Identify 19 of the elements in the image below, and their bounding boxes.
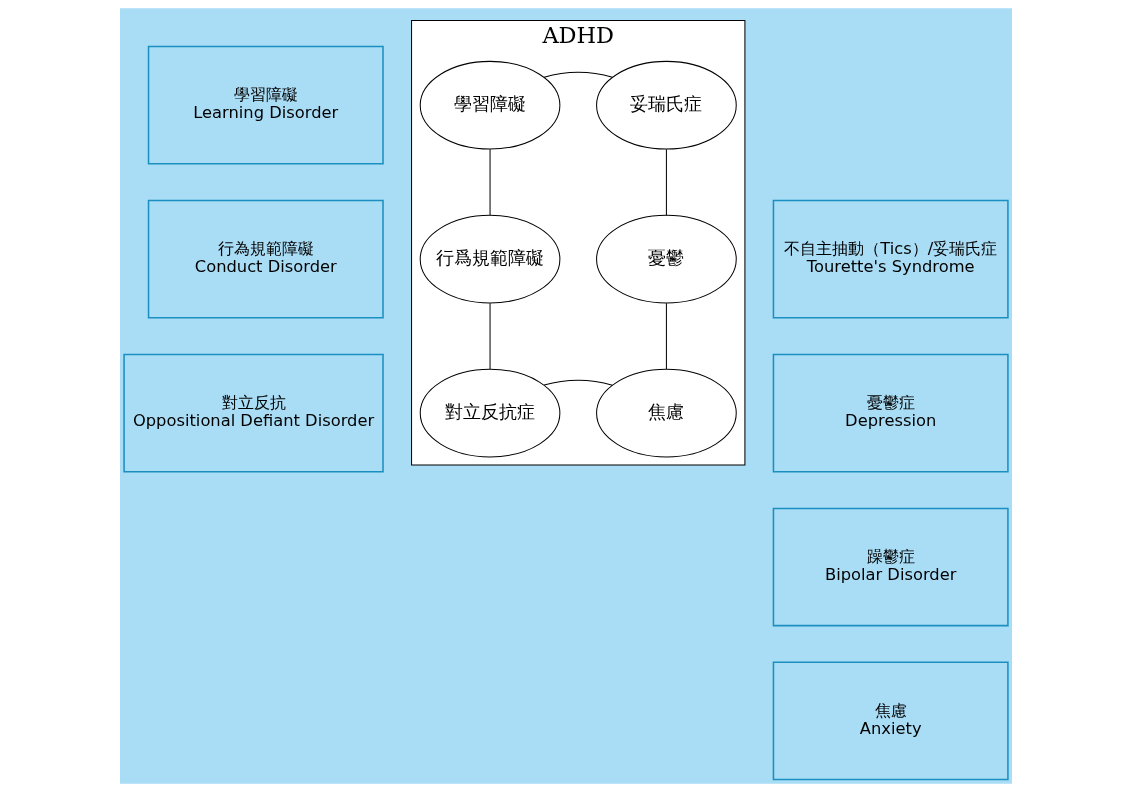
connector	[665, 302, 667, 370]
node-ellipse: 學習障礙	[419, 60, 561, 150]
connector	[665, 148, 667, 216]
node-ellipse: 憂鬱	[596, 214, 737, 304]
node-ellipse: 對立反抗症	[419, 368, 561, 458]
connector	[543, 71, 613, 78]
node-box: 憂鬱症 Depression	[772, 353, 1009, 473]
node-ellipse: 妥瑞氏症	[596, 60, 737, 150]
connector	[543, 379, 613, 386]
node-ellipse: 行爲規範障礙	[419, 214, 561, 304]
node-ellipse: 焦慮	[596, 368, 737, 458]
connector	[489, 148, 491, 216]
connector	[489, 302, 491, 370]
node-box: 躁鬱症 Bipolar Disorder	[772, 507, 1009, 627]
node-box: 行為規範障礙 Conduct Disorder	[147, 199, 384, 319]
node-box: 學習障礙 Learning Disorder	[147, 45, 384, 165]
node-box: 不自主抽動（Tics）/妥瑞氏症 Tourette's Syndrome	[772, 199, 1009, 319]
node-box: 對立反抗 Oppositional Defiant Disorder	[123, 353, 384, 473]
node-box: 焦慮 Anxiety	[772, 661, 1009, 781]
